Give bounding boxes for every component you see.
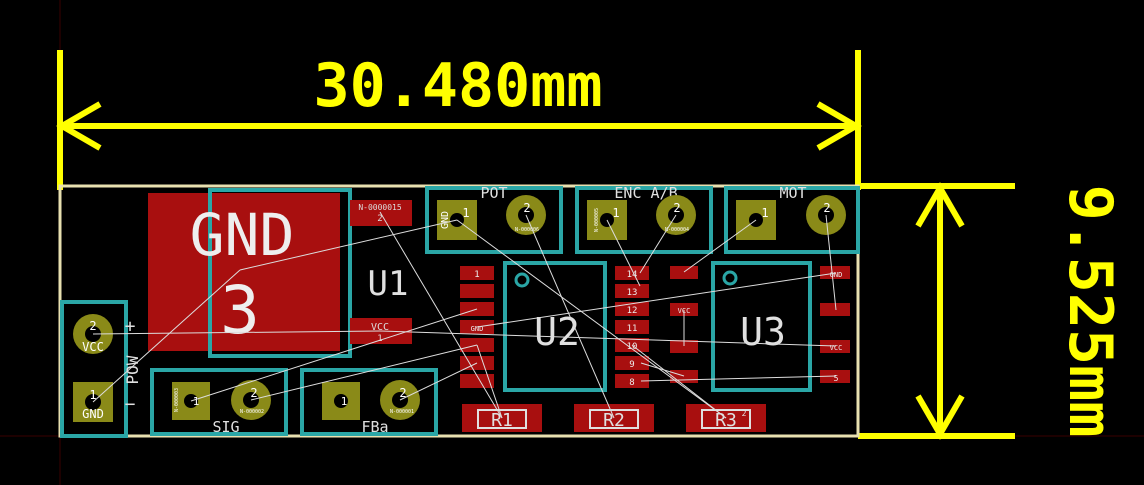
u2-pin-13: 13 [627, 288, 638, 298]
pow-pin1-net: GND [82, 407, 104, 421]
mot-label: MOT [779, 184, 806, 202]
pow-minus: − [125, 394, 136, 415]
gnd-pad-number: 3 [220, 272, 260, 349]
mot-pin2: 2 [823, 201, 830, 215]
sig-pin2: 2 [250, 386, 257, 400]
u2-pin-1: 1 [474, 270, 479, 280]
fba-pin1: 1 [341, 395, 348, 408]
u3-pin1-marker [722, 270, 738, 286]
pot-connector[interactable]: POT 1 GND 2 N-000006 [425, 184, 563, 254]
sig-pin1-net: N-000003 [174, 388, 180, 412]
u2-pin-8: 8 [629, 378, 634, 388]
mot-pin1: 1 [761, 206, 768, 220]
gnd-pad-text: GND [190, 201, 295, 269]
u2-pin-14: 14 [627, 270, 638, 280]
sig-pin2-net: N-000002 [240, 409, 264, 415]
u2-pin-10: 10 [627, 342, 638, 352]
pow-label: POW [123, 355, 142, 384]
r2-label: R2 [603, 410, 625, 431]
pow-pin1: 1 [89, 388, 96, 402]
r1-label: R1 [491, 410, 513, 431]
u2-pin-12: 12 [627, 306, 638, 316]
u3-vcc-label: VCC [830, 344, 843, 352]
resistor-r3[interactable]: R3 2 [686, 404, 766, 432]
u1-pads[interactable]: N-0000015 2 U1 VCC 1 [350, 200, 412, 344]
enc-pin2-net: N-000004 [665, 227, 689, 233]
enc-pin1: 1 [612, 206, 619, 220]
pow-pin2: 2 [89, 319, 96, 333]
fba-pin2: 2 [399, 386, 406, 400]
u2-pin-9: 9 [629, 360, 634, 370]
u3-gnd-label: GND [830, 271, 843, 279]
u3-courtyard [711, 261, 812, 392]
pot-label: POT [480, 184, 507, 202]
fba-connector[interactable]: 1 2 N-000001 FBa [300, 368, 438, 436]
sig-pin1: 1 [193, 395, 200, 408]
u2-pin-11: 11 [627, 324, 638, 334]
pot-pin1-net: GND [440, 211, 451, 229]
u3-pin-5: 5 [834, 374, 839, 383]
width-dimension-label: 30.480mm [314, 51, 603, 121]
fba-label: FBa [361, 418, 388, 436]
height-dimension-label: 9.525mm [1055, 185, 1125, 438]
enc-connector[interactable]: ENC A/B 1 N-000005 2 N-000004 [575, 184, 713, 254]
u1-net-top-pin: 2 [377, 214, 382, 224]
pot-pin2-net: N-000006 [515, 227, 539, 233]
mot-connector[interactable]: MOT 1 2 [724, 184, 860, 254]
sig-connector[interactable]: 1 N-000003 2 N-000002 SIG [150, 368, 288, 436]
u1-vcc-pin: 1 [377, 334, 382, 344]
r3-label: R3 [715, 410, 737, 431]
u1-ref: U1 [368, 264, 409, 304]
u2-ref: U2 [534, 310, 580, 354]
u3-right-pads [820, 266, 850, 383]
u2-courtyard [503, 261, 607, 392]
enc-label: ENC A/B [614, 184, 677, 202]
gnd-tab-pad[interactable]: GND 3 [148, 188, 352, 358]
enc-pin1-net: N-000005 [594, 208, 600, 232]
u3-left-pads [670, 266, 698, 383]
width-dimension[interactable]: 30.480mm [56, 50, 862, 190]
ratsnest [92, 211, 837, 419]
pow-plus: + [125, 316, 136, 337]
pot-pin1: 1 [462, 206, 469, 220]
u1-net-top: N-0000015 [358, 203, 402, 212]
u2-gnd-label: GND [471, 325, 484, 333]
fba-pin2-net: N-000001 [390, 409, 414, 415]
sig-label: SIG [212, 418, 239, 436]
u3-ic[interactable]: VCC GND VCC 5 U3 [670, 261, 850, 392]
u2-ic[interactable]: 1 GND 14 13 12 11 10 9 8 U2 [460, 261, 649, 392]
u1-vcc-label: VCC [371, 322, 389, 333]
pot-pin2: 2 [523, 201, 530, 215]
r3-pin-label: 2 [742, 409, 747, 418]
pow-pin2-net: VCC [82, 340, 104, 354]
u2-pin1-marker [514, 272, 530, 288]
u3-ref: U3 [740, 310, 786, 354]
height-dimension[interactable]: 9.525mm [858, 182, 1125, 440]
enc-pin2: 2 [673, 201, 680, 215]
